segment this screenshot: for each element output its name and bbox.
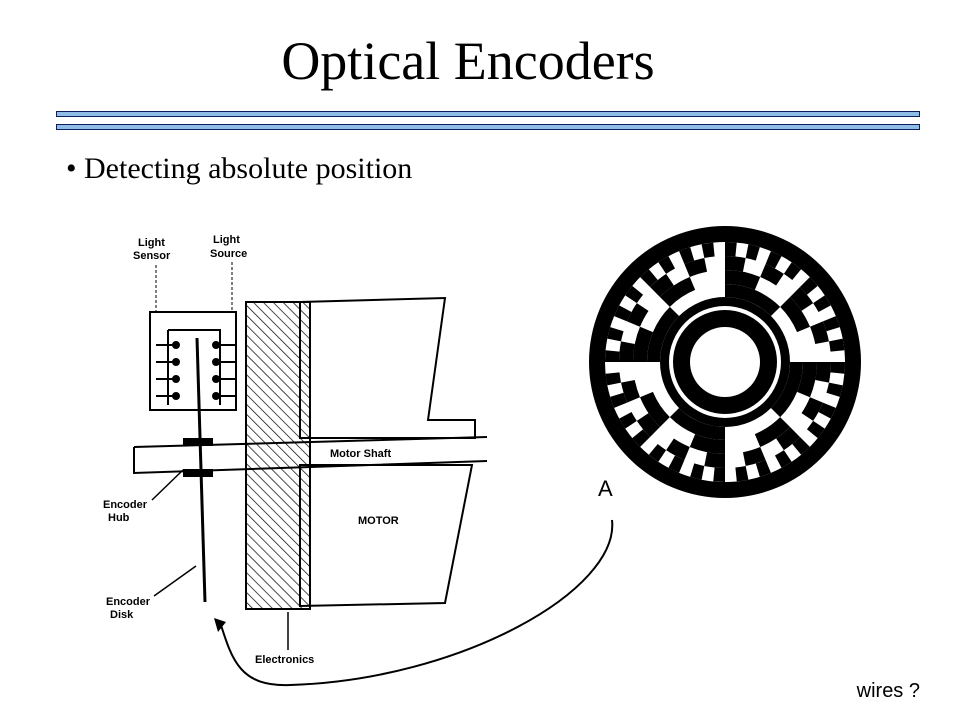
code-disk-segment [780, 296, 810, 333]
code-disk-segment [689, 434, 725, 454]
light-source-elements [212, 341, 236, 400]
code-disk-segment [640, 269, 658, 288]
code-disk-segment [725, 242, 737, 257]
code-disk-segment [658, 256, 676, 274]
light-sensor-label: Light Sensor [133, 237, 171, 262]
code-disk-segment [799, 277, 818, 295]
code-disk-segment [627, 303, 649, 327]
encoder-hub-label: Encoder Hub [103, 499, 150, 524]
code-disk-segment [815, 362, 831, 383]
title-rule-top [56, 111, 920, 117]
encoder-disk-label: Encoder Disk [106, 596, 153, 621]
code-disk-segment [725, 270, 761, 290]
code-disk-segment [625, 285, 644, 304]
code-disk-segment [632, 429, 651, 447]
code-disk-segment [669, 407, 725, 440]
motor-shaft-label: Motor Shaft [330, 448, 391, 460]
title-rule-bottom [56, 124, 920, 130]
encoder-hub-bottom [183, 469, 213, 477]
code-disk-segment [704, 452, 725, 468]
code-disk-segment [760, 264, 784, 286]
code-disk-segment [806, 420, 825, 439]
code-disk-segment [659, 277, 696, 307]
code-disk-segment [818, 402, 836, 419]
light-source-label: Light Source [210, 234, 247, 260]
code-disk-segment [765, 251, 782, 269]
code-disk-segment [605, 350, 620, 362]
code-disk-segment [701, 242, 715, 259]
code-disk-segment [605, 372, 622, 386]
code-disk-segment [783, 262, 802, 281]
code-disk-segment [650, 273, 674, 297]
motor-label: MOTOR [358, 515, 399, 527]
code-disk-segment [648, 443, 667, 462]
code-disk-segment [725, 284, 781, 317]
motor-housing [299, 296, 476, 439]
encoder-hub-top [183, 438, 213, 446]
absolute-encoder-disk [589, 226, 861, 498]
code-disk-segment [797, 362, 817, 398]
code-disk-segment [666, 438, 690, 460]
code-disk-segment [828, 338, 845, 352]
light-sensor-elements [156, 341, 180, 400]
code-disk-segment [745, 244, 760, 261]
code-disk-segment [770, 362, 803, 418]
slide-title: Optical Encoders [281, 31, 655, 91]
code-disk-segment [619, 341, 635, 362]
code-disk-segment [822, 316, 840, 332]
motor-body [299, 464, 474, 608]
code-disk-segment [809, 321, 829, 345]
code-disk-segment [725, 256, 746, 272]
code-disk-segment [633, 326, 653, 362]
code-disk-segment [826, 382, 843, 397]
electronics-label: Electronics [255, 654, 314, 666]
disk-label-a: A [598, 476, 613, 501]
code-disk-segment [742, 446, 766, 466]
code-disk-segment [607, 327, 624, 342]
code-disk-segment [619, 411, 637, 429]
code-disk-segment [636, 413, 660, 437]
code-disk-segment [614, 305, 632, 322]
code-disk-segment [790, 287, 814, 311]
code-disk-segment [735, 465, 749, 482]
electronics-block [245, 301, 311, 610]
code-disk-segment [792, 436, 810, 455]
code-disk-segment [684, 258, 708, 278]
code-disk-segment [640, 391, 670, 428]
code-disk-segment [754, 417, 791, 447]
code-disk-segment [776, 427, 800, 451]
sensor-housing [149, 311, 237, 411]
code-disk-segment [647, 306, 680, 362]
bullet-point: • Detecting absolute position [66, 152, 413, 185]
code-disk-segment [801, 397, 823, 421]
code-disk-segment [621, 379, 641, 403]
code-disk-segment [774, 450, 792, 468]
code-disk-segment [755, 459, 771, 477]
code-disk-segment [679, 247, 695, 265]
code-disk-segment [713, 467, 725, 482]
code-disk-segment [813, 295, 831, 313]
code-disk-segment [668, 455, 685, 473]
code-disk-segment [610, 392, 628, 408]
code-disk-segment [830, 362, 845, 374]
wire-arrow [219, 519, 614, 687]
wires-note: wires ? [856, 680, 920, 702]
code-disk-segment [690, 463, 705, 480]
